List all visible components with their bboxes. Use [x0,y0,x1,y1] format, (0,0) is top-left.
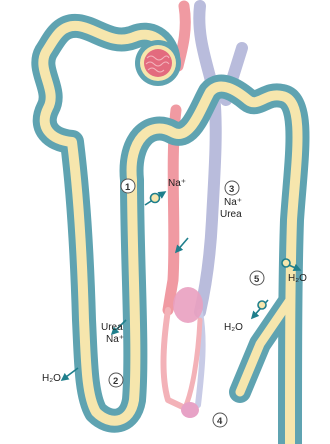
na-pump-icon [151,194,160,203]
label-na-1: Na⁺ [168,178,186,189]
marker-4: 4 [213,413,227,427]
label-h2o-right-bottom: H₂O [224,322,243,333]
marker-5: 5 [250,271,264,285]
marker-2: 2 [109,373,123,387]
label-na-2: Na⁺ [224,197,242,208]
svg-text:4: 4 [217,416,223,427]
marker-1: 1 [121,179,135,193]
peritubular-capillary-net [173,287,203,323]
vasa-recta-loop [181,402,199,418]
svg-text:5: 5 [254,274,260,285]
label-na-3: Na⁺ [106,334,124,345]
svg-text:2: 2 [113,376,118,387]
label-urea-2: Urea [101,322,123,333]
svg-text:3: 3 [229,184,234,195]
label-h2o-left: H₂O [42,373,61,384]
label-h2o-right-top: H₂O [288,273,307,284]
label-urea-1: Urea [220,209,242,220]
marker-3: 3 [225,181,239,195]
water-channel-icon-bottom [258,301,266,309]
svg-text:1: 1 [125,182,131,193]
water-channel-icon-top [282,259,290,267]
